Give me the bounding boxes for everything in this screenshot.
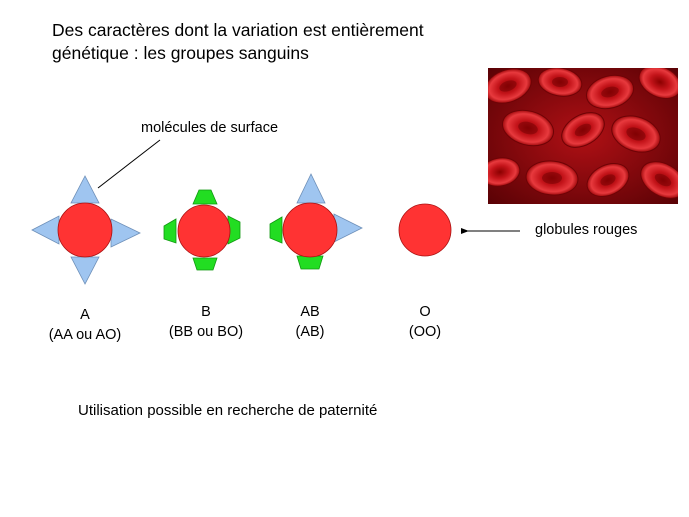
cell-group-ab [269, 173, 363, 270]
group-o-label: O (OO) [370, 302, 480, 342]
group-a-name: A [80, 307, 90, 323]
red-cell-a [57, 202, 113, 258]
antigen-b-top [192, 189, 218, 205]
surface-molecules-label: molécules de surface [141, 120, 279, 136]
red-blood-cells-photo [488, 68, 678, 204]
group-a-genotypes: (AA ou AO) [48, 327, 122, 343]
antigen-b-bottom [192, 257, 218, 271]
group-o-name: O [419, 304, 431, 320]
antigen-a-top [296, 173, 326, 204]
antigen-b-left [163, 218, 177, 244]
antigen-a-right [110, 218, 141, 248]
cell-group-b [163, 189, 241, 271]
group-b-name: B [201, 304, 211, 320]
antigen-a-top [70, 175, 100, 204]
antigen-a-bottom [70, 256, 100, 285]
footer-note: Utilisation possible en recherche de pat… [78, 402, 378, 419]
group-ab-label: AB (AB) [255, 302, 365, 342]
group-ab-genotypes: (AB) [295, 324, 325, 340]
red-cell-ab [282, 202, 338, 258]
red-cell-o [398, 203, 452, 257]
group-a-label: A (AA ou AO) [30, 305, 140, 345]
group-b-label: B (BB ou BO) [151, 302, 261, 342]
antigen-b-bottom [296, 255, 324, 270]
group-b-genotypes: (BB ou BO) [168, 324, 244, 340]
red-cells-label: globules rouges [535, 222, 638, 238]
group-ab-name: AB [300, 304, 320, 320]
surface-molecule-pointer-line [97, 139, 161, 189]
slide-title: Des caractères dont la variation est ent… [52, 20, 424, 63]
group-o-genotypes: (OO) [408, 324, 442, 340]
antigen-b-left [269, 216, 283, 244]
antigen-a-left [31, 215, 60, 245]
antigen-a-right [333, 213, 363, 243]
cell-group-a [31, 175, 141, 285]
red-cell-b [177, 204, 231, 258]
